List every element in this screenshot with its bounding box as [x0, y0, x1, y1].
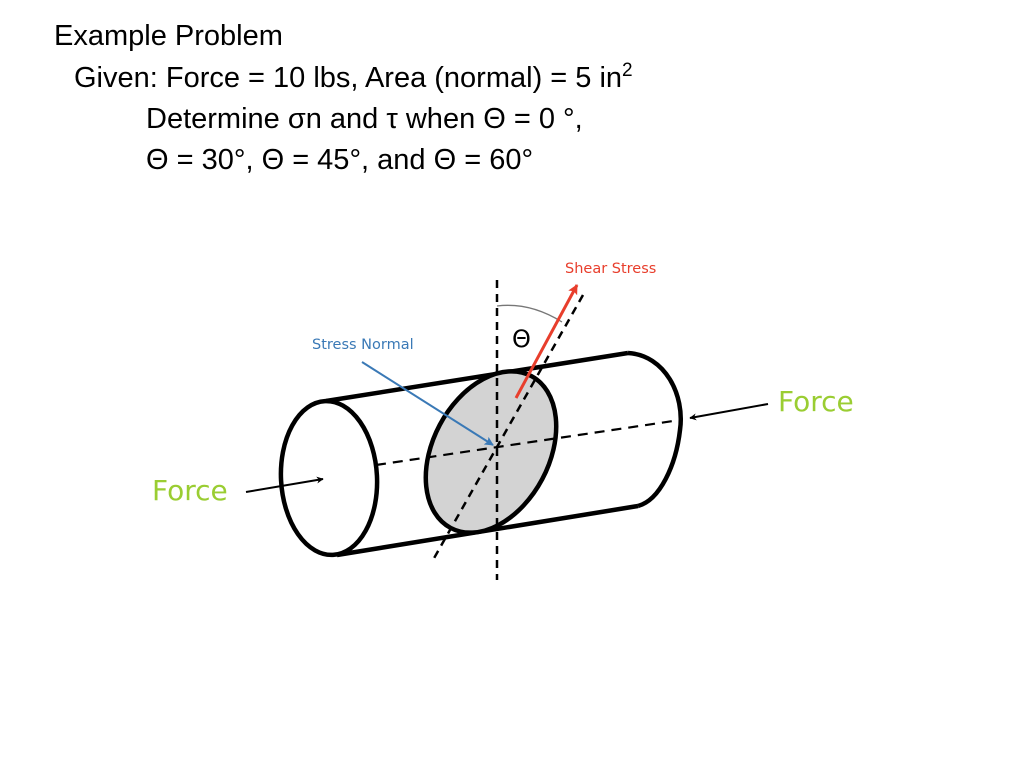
problem-heading: Example Problem — [54, 20, 283, 52]
stress-normal-label: Stress Normal — [312, 337, 414, 353]
stress-normal-arrow — [361, 361, 494, 446]
given-line: Given: Force = 10 lbs, Area (normal) = 5… — [74, 60, 633, 96]
determine-line-1: Determine σn and τ when Θ = 0 °, — [146, 103, 583, 135]
cylinder-right-cap — [627, 350, 683, 509]
cylinder-left-cap — [278, 398, 380, 558]
force-left-label: Force — [152, 474, 228, 507]
cylinder-axis — [375, 418, 681, 467]
theta-arc — [496, 304, 563, 323]
inclined-plane — [423, 369, 559, 535]
theta-label: Θ — [512, 325, 531, 353]
shear-stress-label: Shear Stress — [565, 261, 656, 277]
determine-line-2: Θ = 30°, Θ = 45°, and Θ = 60° — [146, 144, 534, 176]
inclined-reference-line — [431, 294, 585, 561]
area-exponent: 2 — [622, 60, 633, 81]
force-right-label: Force — [778, 385, 854, 418]
force-right-arrow — [689, 403, 769, 421]
cylinder-top-edge — [325, 350, 629, 404]
force-left-arrow — [245, 476, 324, 493]
given-text: Given: Force = 10 lbs, Area (normal) = 5… — [74, 62, 623, 94]
shear-stress-arrow — [514, 284, 579, 399]
